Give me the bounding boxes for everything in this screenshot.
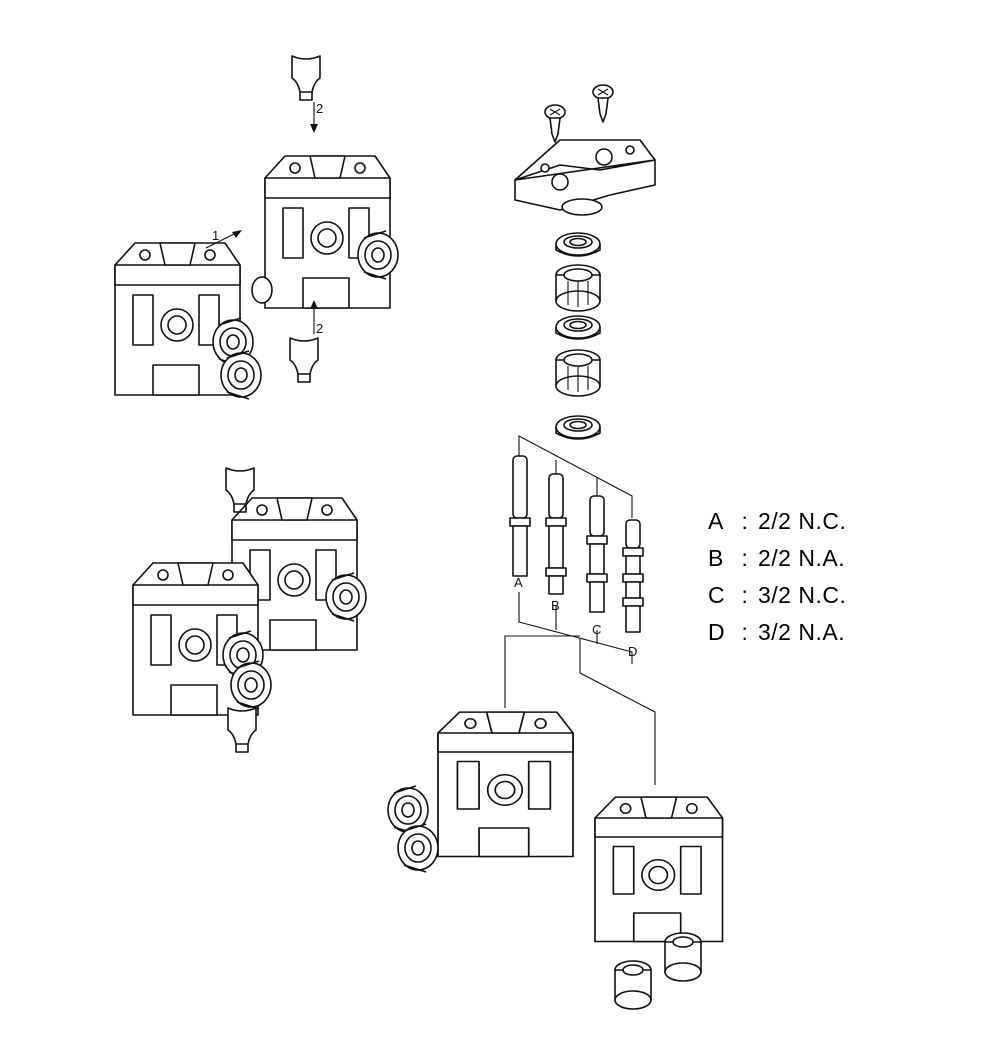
assembly-arrow-2-bottom [310, 300, 318, 334]
legend-value: 2/2 N.C. [758, 508, 847, 534]
right-block-fitting [357, 230, 399, 280]
spool-A [509, 455, 531, 577]
lower-valve-body-right [594, 796, 724, 943]
spool-seal-2 [555, 315, 601, 340]
step-label-2-top: 2 [316, 101, 323, 116]
mounting-screw-right [592, 84, 614, 123]
legend-value: 2/2 N.A. [758, 545, 846, 571]
latch-clip-top [291, 55, 321, 101]
legend-row-D: D : 3/2 N.A. [708, 619, 846, 656]
mounting-screw-left [544, 104, 566, 143]
legend-separator: : [741, 508, 749, 534]
legend-key: D [708, 619, 726, 645]
left-block-fitting-lower [220, 350, 262, 400]
legend-value: 3/2 N.A. [758, 619, 846, 645]
lower-right-fitting-right [664, 932, 702, 982]
lower-valve-body-left [437, 711, 574, 858]
legend-value: 3/2 N.C. [758, 582, 847, 608]
spool-leader-lines [504, 435, 656, 785]
spool-seal-1 [555, 232, 601, 257]
assembled-rear-fitting [325, 572, 367, 622]
spool-label-B: B [551, 598, 560, 613]
step-label-2-bottom: 2 [316, 321, 323, 336]
lower-right-fitting-left [614, 960, 652, 1010]
spool-label-A: A [514, 575, 523, 590]
legend-key: A [708, 508, 724, 534]
lower-left-fitting-lower [397, 823, 439, 873]
legend-key: C [708, 582, 726, 608]
assembled-latch-clip-bottom [227, 707, 257, 753]
o-ring-seal [251, 276, 273, 304]
legend-separator: : [741, 582, 749, 608]
top-cover-plate [514, 139, 656, 216]
legend-separator: : [741, 545, 749, 571]
assembled-front-fitting-lower [230, 660, 272, 710]
legend-row-C: C : 3/2 N.C. [708, 582, 846, 619]
spool-cage-2 [555, 349, 601, 397]
spool-label-D: D [628, 644, 637, 659]
assembly-arrow-2-top [310, 102, 318, 133]
spool-type-legend: A : 2/2 N.C. B : 2/2 N.A. C : 3/2 N.C. D… [708, 508, 846, 656]
latch-clip-bottom [289, 337, 319, 383]
spool-D [622, 519, 644, 633]
right-valve-block-top [264, 155, 391, 309]
legend-row-A: A : 2/2 N.C. [708, 508, 846, 545]
spool-C [586, 495, 608, 613]
spool-seal-3 [555, 415, 601, 440]
legend-row-B: B : 2/2 N.A. [708, 545, 846, 582]
legend-separator: : [741, 619, 749, 645]
spool-B [545, 473, 567, 595]
assembly-arrow-1 [205, 230, 242, 249]
legend-key: B [708, 545, 724, 571]
step-label-1: 1 [212, 228, 219, 243]
spool-cage-1 [555, 264, 601, 312]
spool-label-C: C [592, 622, 601, 637]
